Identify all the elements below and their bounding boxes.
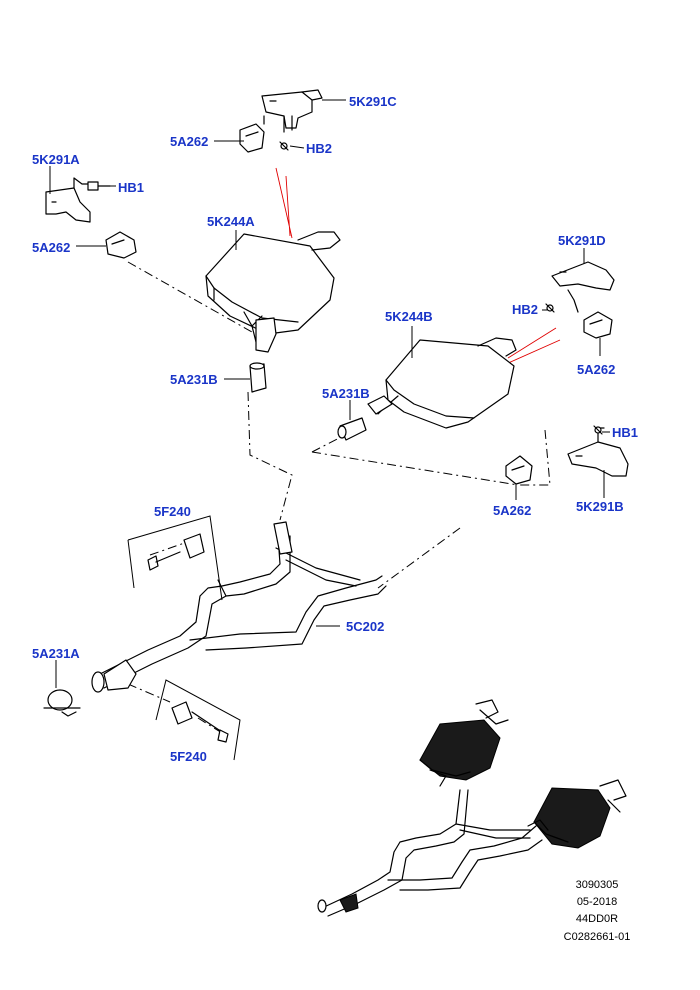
label-5a231b-right: 5A231B — [322, 386, 370, 401]
label-5a262-right-bottom: 5A262 — [493, 503, 531, 518]
isolator-5a262-top — [239, 123, 265, 153]
label-5f240-bottom: 5F240 — [170, 749, 207, 764]
muffler-5k244b — [367, 337, 517, 429]
label-5k291d: 5K291D — [558, 233, 606, 248]
bolt-hb1-left — [87, 181, 111, 191]
bolt-hb1-right — [593, 425, 603, 435]
reference-line-2: 05-2018 — [577, 896, 617, 908]
bolt-hb2-right — [545, 303, 555, 313]
isolator-5a262-left — [105, 231, 137, 259]
assembly-centerlines — [127, 261, 551, 739]
label-5a262-top: 5A262 — [170, 134, 208, 149]
leader-lines — [49, 99, 610, 688]
label-hb1-right: HB1 — [612, 425, 638, 440]
clamp-5a231b-left — [249, 362, 267, 393]
label-5a231b-left: 5A231B — [170, 372, 218, 387]
label-5a231a: 5A231A — [32, 646, 80, 661]
reference-block: 3090305 05-2018 44DD0R C0282661-01 — [564, 879, 631, 943]
clamp-5a231a — [43, 689, 81, 717]
bracket-5k291c — [261, 89, 323, 133]
reference-line-4: C0282661-01 — [564, 931, 631, 943]
bracket-5k291d — [551, 261, 615, 313]
fastener-set-5f240-bottom — [155, 679, 241, 761]
part-labels: 5K291C 5A262 HB2 5K291A HB1 5A262 5K244A… — [32, 94, 638, 764]
label-5k291b: 5K291B — [576, 499, 624, 514]
label-5f240-top: 5F240 — [154, 504, 191, 519]
muffler-5k244a — [205, 231, 341, 353]
label-hb2-top: HB2 — [306, 141, 332, 156]
label-5k291c: 5K291C — [349, 94, 397, 109]
label-hb2-right: HB2 — [512, 302, 538, 317]
label-5k291a: 5K291A — [32, 152, 80, 167]
label-5k244a: 5K244A — [207, 214, 255, 229]
bracket-5k291a — [45, 177, 91, 223]
label-5k244b: 5K244B — [385, 309, 433, 324]
fastener-set-5f240-top — [127, 515, 223, 601]
isolator-5a262-right-top — [583, 311, 613, 339]
bolt-hb2-top — [279, 141, 289, 151]
clamp-5a231b-right — [337, 417, 367, 441]
overview-thumbnail — [317, 699, 627, 917]
reference-line-3: 44DD0R — [576, 913, 618, 925]
label-hb1-left: HB1 — [118, 180, 144, 195]
label-5c202: 5C202 — [346, 619, 384, 634]
intermediate-pipe-5c202 — [91, 521, 387, 693]
isolator-5a262-right-bottom — [505, 455, 533, 485]
label-5a262-right-top: 5A262 — [577, 362, 615, 377]
label-5a262-left: 5A262 — [32, 240, 70, 255]
reference-line-1: 3090305 — [576, 879, 619, 891]
